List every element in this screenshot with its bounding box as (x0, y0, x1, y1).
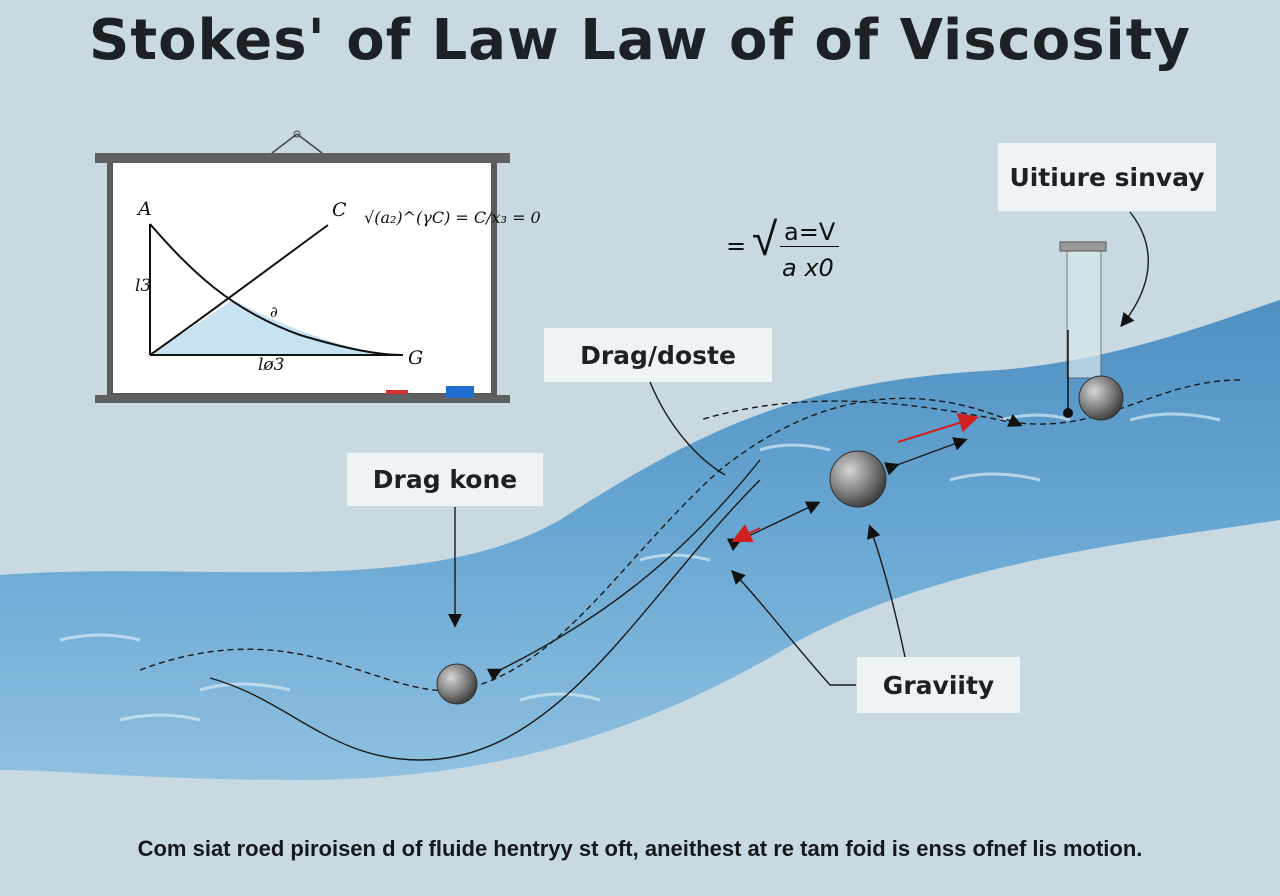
leader-line (867, 524, 906, 658)
label-drag-kone: Drag kone (347, 453, 543, 506)
whiteboard (95, 130, 510, 403)
equation-numerator: a=V (780, 218, 840, 247)
equation-denominator: a x0 (782, 254, 834, 282)
label-uitiure-sinvay: Uitiure sinvay (998, 143, 1216, 211)
point-c-label: C (332, 199, 347, 221)
sphere-small (436, 663, 478, 705)
force-arrow (884, 437, 968, 476)
label-gravity: Graviity (857, 657, 1020, 713)
x-axis-label: lø3 (258, 355, 285, 375)
water-ripples (59, 412, 1221, 722)
streamline (486, 459, 761, 682)
caption: Com siat roed piroisen d of fluide hentr… (137, 836, 1143, 861)
tube-icon (1059, 241, 1107, 418)
y-axis-label: l3 (135, 276, 152, 296)
whiteboard-equation: √(a₂)^(γC) = C/x₃ = 0 (364, 208, 541, 227)
red-arrow (731, 524, 761, 543)
curve-label: ∂ (270, 303, 278, 321)
label-drag-doste: Drag/doste (544, 328, 772, 382)
streamline (699, 379, 1241, 425)
red-arrow (897, 413, 979, 443)
sphere-tube (1078, 375, 1124, 421)
point-g-label: G (408, 347, 424, 369)
sphere-large (829, 450, 887, 508)
streamline (209, 479, 761, 761)
leader-line (731, 569, 856, 686)
equation-prefix: = (726, 232, 747, 260)
page-title: Stokes' of Law Law of of Viscosity (88, 8, 1192, 73)
leader-line (1120, 211, 1149, 328)
sqrt-icon: √ (752, 212, 778, 266)
leader-line (649, 381, 726, 476)
point-a-label: A (138, 198, 152, 220)
